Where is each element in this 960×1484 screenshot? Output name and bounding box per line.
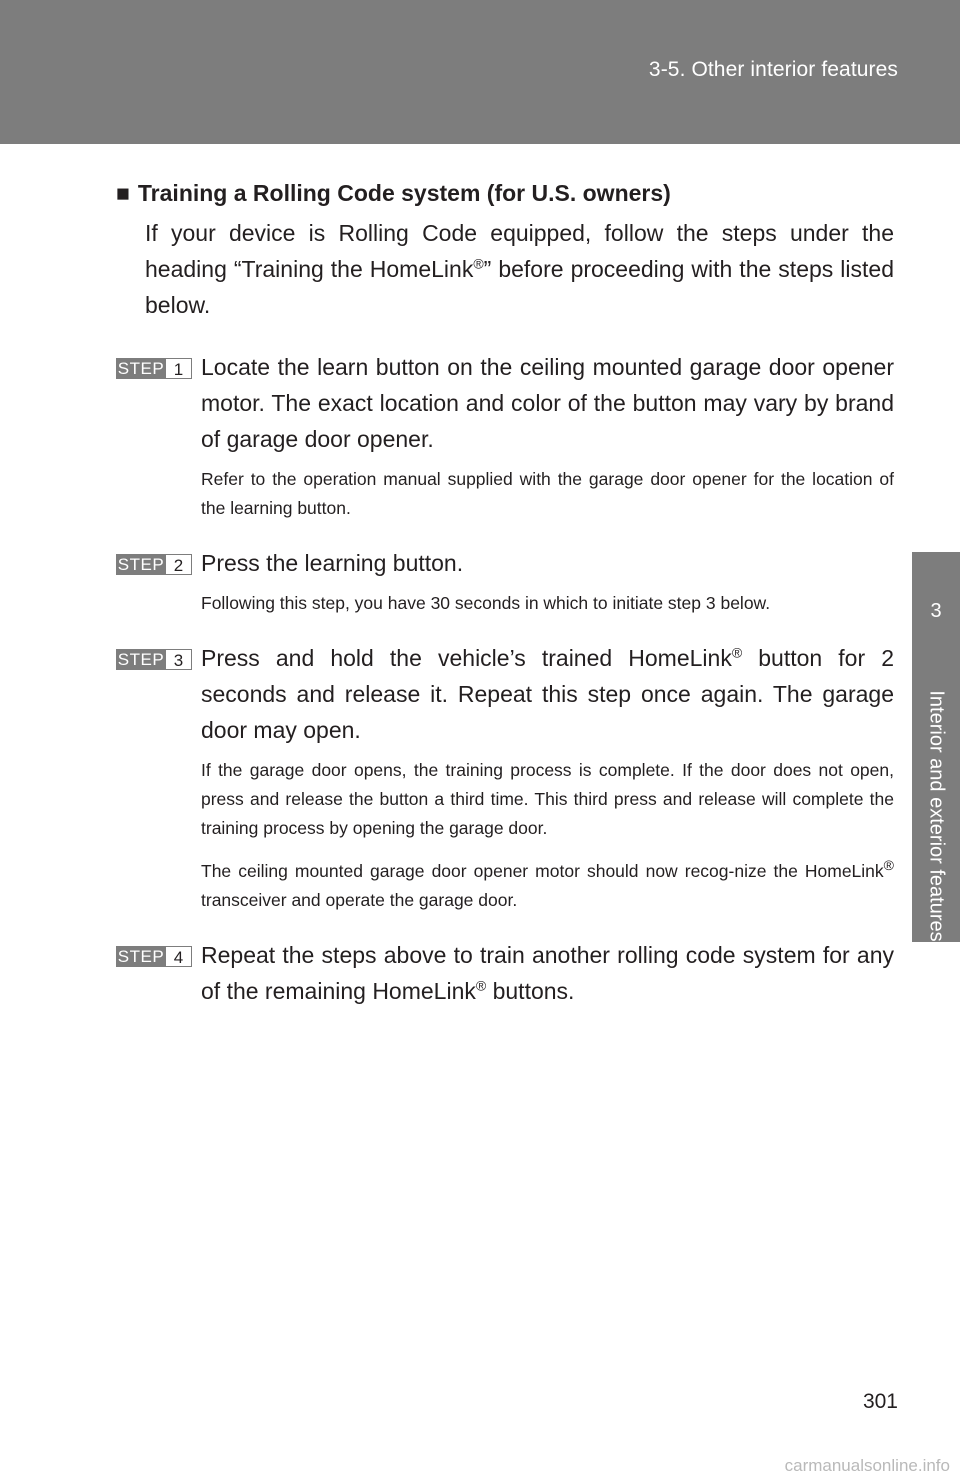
section-title: 3-5. Other interior features — [648, 58, 898, 81]
step-badge-number: 1 — [166, 358, 192, 379]
step-instruction: Locate the learn button on the ceiling m… — [201, 354, 894, 452]
registered-mark: ® — [731, 644, 743, 661]
note-text-1: The ceiling mounted garage door opener m… — [201, 861, 884, 881]
chapter-number: 3 — [930, 600, 942, 622]
step-instruction: Press and hold the vehicle’s trained Hom… — [201, 640, 894, 748]
registered-mark: ® — [475, 977, 487, 994]
step-badge-word: STEP — [116, 946, 166, 967]
step-badge-number: 3 — [166, 649, 192, 670]
step-text-2: button for 2 seconds and release it. Rep… — [201, 645, 895, 743]
note-text-2: transceiver and operate the garage door. — [201, 890, 518, 910]
step-text-2: buttons. — [486, 978, 575, 1004]
intro-paragraph: If your device is Rolling Code equipped,… — [145, 215, 894, 323]
step-badge-word: STEP — [116, 649, 166, 670]
main-content: ■ Training a Rolling Code system (for U.S… — [116, 176, 894, 1009]
step-text-1: Repeat the steps above to train another … — [201, 942, 894, 1004]
chapter-side-tab: 3 Interior and exterior features — [912, 552, 960, 942]
header-bar: 3-5. Other interior features — [0, 0, 960, 144]
step-text-1: Press and hold the vehicle’s trained Hom… — [201, 645, 732, 671]
step-note: Following this step, you have 30 seconds… — [201, 593, 771, 613]
step-instruction: Repeat the steps above to train another … — [201, 937, 894, 1009]
square-bullet-icon: ■ — [116, 180, 130, 206]
registered-mark: ® — [473, 255, 484, 272]
intro-text-2: ” before proceeding with the steps liste… — [145, 256, 894, 318]
step-instruction: Press the learning button. — [201, 550, 464, 576]
step-badge-word: STEP — [116, 358, 166, 379]
step-badge-number: 4 — [166, 946, 192, 967]
page-number: 301 — [862, 1390, 898, 1413]
intro-text-1: If your device is Rolling Code equipped,… — [145, 220, 894, 282]
step-badge-word: STEP — [116, 554, 166, 575]
watermark: carmanualsonline.info — [784, 1456, 950, 1475]
chapter-label: Interior and exterior features — [925, 690, 948, 942]
step-note: The ceiling mounted garage door opener m… — [201, 857, 894, 915]
step-note: If the garage door opens, the training p… — [201, 760, 894, 838]
registered-mark: ® — [883, 857, 894, 874]
step-note: Refer to the operation manual supplied w… — [201, 469, 894, 518]
step-badge-number: 2 — [166, 554, 192, 575]
section-heading-text: Training a Rolling Code system (for U.S.… — [137, 180, 671, 206]
section-heading: ■ Training a Rolling Code system (for U.S… — [116, 176, 894, 210]
